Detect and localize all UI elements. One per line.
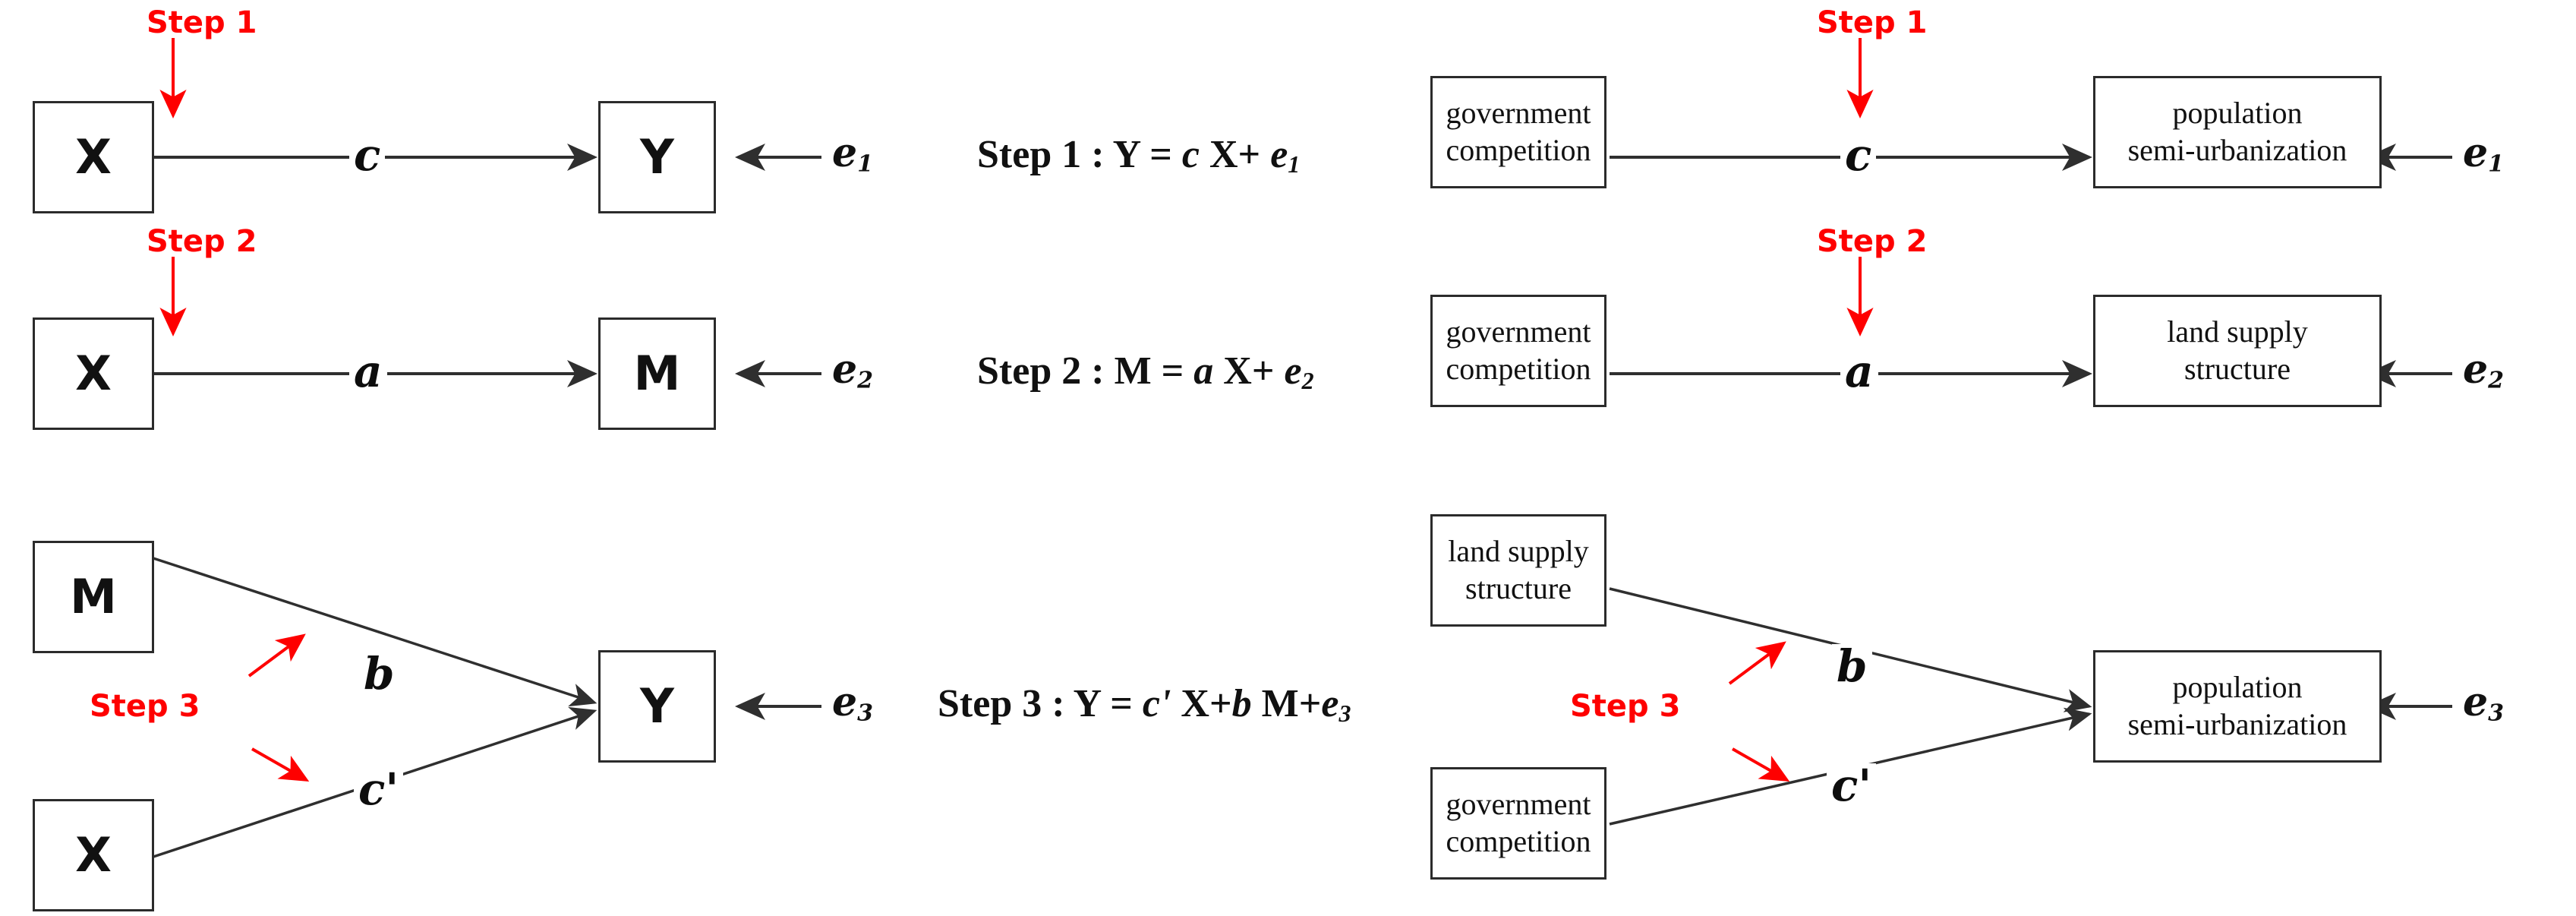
equation-step-2: Step 2 : M = a X+ e2 bbox=[977, 349, 1314, 395]
left-row1-source-label: X bbox=[75, 129, 112, 185]
left-row3-lower-source-label: X bbox=[75, 827, 112, 883]
left-row3-coefficient-b: b bbox=[359, 652, 399, 696]
right-row3-target-label: population semi-urbanization bbox=[2127, 670, 2347, 741]
right-row2-target-box[interactable]: land supply structure bbox=[2093, 295, 2382, 407]
left-row2-target-label: M bbox=[633, 346, 681, 402]
right-row1-step-label: Step 1 bbox=[1817, 5, 1928, 40]
right-row2-source-box[interactable]: government competition bbox=[1430, 295, 1606, 407]
left-row3-upper-source-label: M bbox=[70, 569, 117, 625]
left-row3-step-arrow-down bbox=[251, 747, 310, 782]
right-row1-error-term: e1 bbox=[2463, 130, 2504, 178]
left-row2-source-label: X bbox=[75, 346, 112, 402]
right-row1-target-box[interactable]: population semi-urbanization bbox=[2093, 76, 2382, 188]
left-row2-error-term: e2 bbox=[832, 346, 873, 394]
right-row1-source-box[interactable]: government competition bbox=[1430, 76, 1606, 188]
equation-step-1: Step 1 : Y = c X+ e1 bbox=[977, 133, 1301, 178]
left-row2-source-box[interactable]: X bbox=[33, 317, 154, 430]
left-row2-step-label: Step 2 bbox=[147, 224, 257, 259]
right-row2-target-label: land supply structure bbox=[2167, 314, 2308, 386]
right-row1-coefficient-c: c bbox=[1840, 133, 1877, 177]
left-row1-error-term: e1 bbox=[832, 130, 873, 178]
right-row3-step-arrow-down bbox=[1732, 747, 1790, 782]
right-row3-lower-source-label: government competition bbox=[1446, 787, 1591, 858]
left-row3-lower-source-box[interactable]: X bbox=[33, 799, 154, 911]
right-row2-step-label: Step 2 bbox=[1817, 224, 1928, 259]
right-row1-source-label: government competition bbox=[1446, 96, 1591, 167]
left-row3-target-label: Y bbox=[640, 678, 674, 734]
left-row1-target-box[interactable]: Y bbox=[598, 101, 716, 213]
right-row3-upper-source-label: land supply structure bbox=[1448, 534, 1589, 605]
right-row3-coefficient-c-prime: c' bbox=[1827, 763, 1877, 807]
left-row3-upper-source-box[interactable]: M bbox=[33, 541, 154, 653]
equation-step-3: Step 3 : Y = c' X+b M+e3 bbox=[938, 682, 1351, 728]
right-row3-target-box[interactable]: population semi-urbanization bbox=[2093, 650, 2382, 763]
left-row1-target-label: Y bbox=[640, 129, 674, 185]
right-row2-coefficient-a: a bbox=[1840, 349, 1878, 393]
right-row3-error-term: e3 bbox=[2463, 679, 2504, 727]
left-row3-step-arrow-up bbox=[248, 633, 306, 678]
left-row3-target-box[interactable]: Y bbox=[598, 650, 716, 763]
right-row3-step-label: Step 3 bbox=[1570, 689, 1681, 724]
right-row3-upper-source-box[interactable]: land supply structure bbox=[1430, 514, 1606, 627]
left-row1-coefficient-c: c bbox=[349, 133, 386, 177]
left-row3-error-term: e3 bbox=[832, 679, 873, 727]
right-row2-source-label: government competition bbox=[1446, 314, 1591, 386]
right-row1-target-label: population semi-urbanization bbox=[2127, 96, 2347, 167]
left-row1-step-label: Step 1 bbox=[147, 5, 257, 40]
right-row3-lower-source-box[interactable]: government competition bbox=[1430, 767, 1606, 880]
right-row3-step-arrow-up bbox=[1728, 641, 1786, 685]
right-row3-coefficient-b: b bbox=[1832, 644, 1872, 688]
left-row2-target-box[interactable]: M bbox=[598, 317, 716, 430]
right-row2-error-term: e2 bbox=[2463, 346, 2504, 394]
left-row3-coefficient-c-prime: c' bbox=[354, 767, 404, 811]
left-row1-source-box[interactable]: X bbox=[33, 101, 154, 213]
left-row2-coefficient-a: a bbox=[349, 349, 387, 393]
left-row3-step-label: Step 3 bbox=[90, 689, 200, 724]
